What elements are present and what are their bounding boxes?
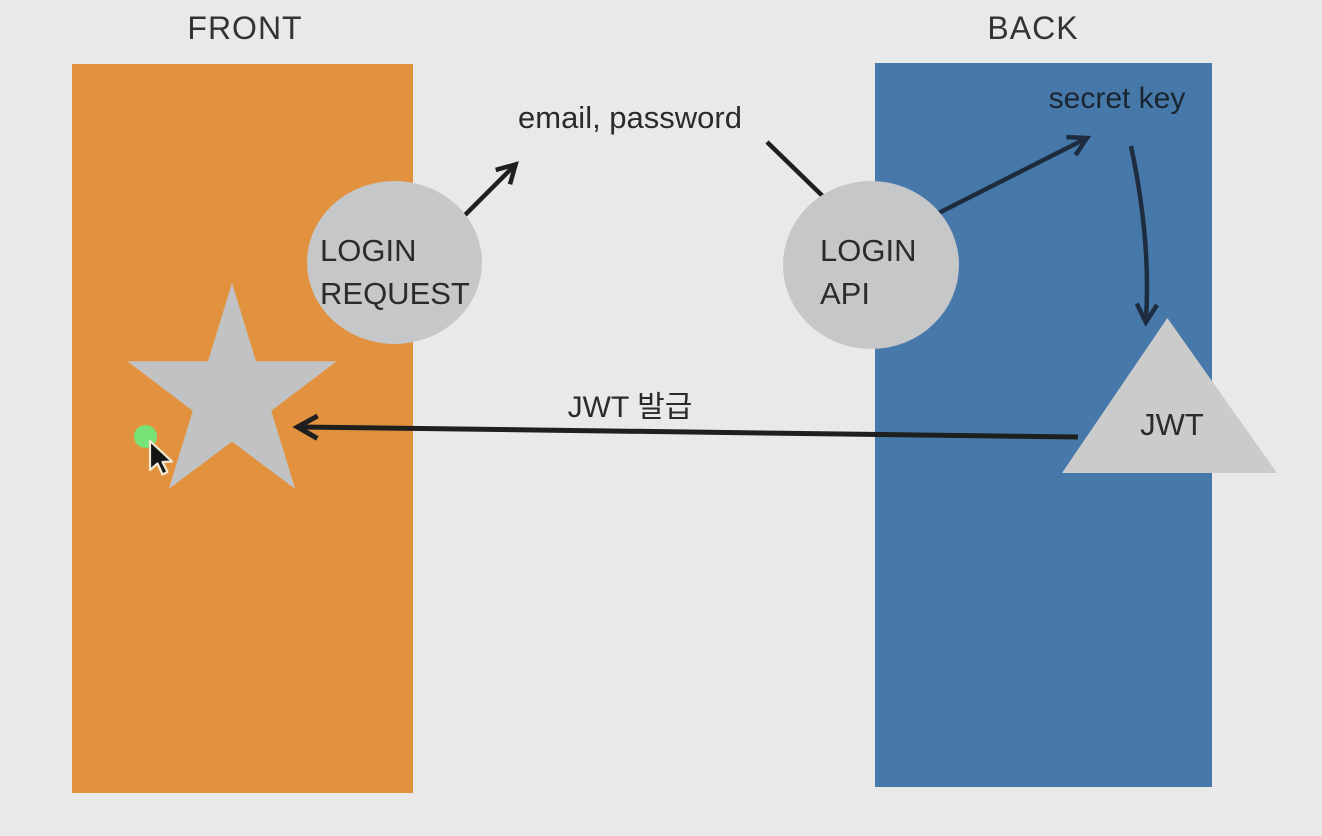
secret-key-label: secret key (1048, 82, 1186, 115)
jwt-triangle-label: JWT (1140, 407, 1204, 442)
cursor-pointer-icon (148, 439, 174, 476)
login-request-node (307, 181, 482, 344)
back-panel-title: BACK (987, 10, 1079, 46)
login-request-label: LOGIN REQUEST (320, 229, 470, 315)
front-panel-title: FRONT (187, 10, 303, 46)
email-password-label: email, password (518, 100, 742, 135)
login-request-label-line1: LOGIN (320, 233, 417, 268)
login-api-label: LOGIN API (820, 229, 916, 315)
login-api-label-line2: API (820, 276, 870, 311)
jwt-issue-label: JWT 발급 (567, 391, 693, 424)
login-request-label-line2: REQUEST (320, 276, 470, 311)
login-api-node (783, 181, 959, 349)
login-api-label-line1: LOGIN (820, 233, 917, 268)
